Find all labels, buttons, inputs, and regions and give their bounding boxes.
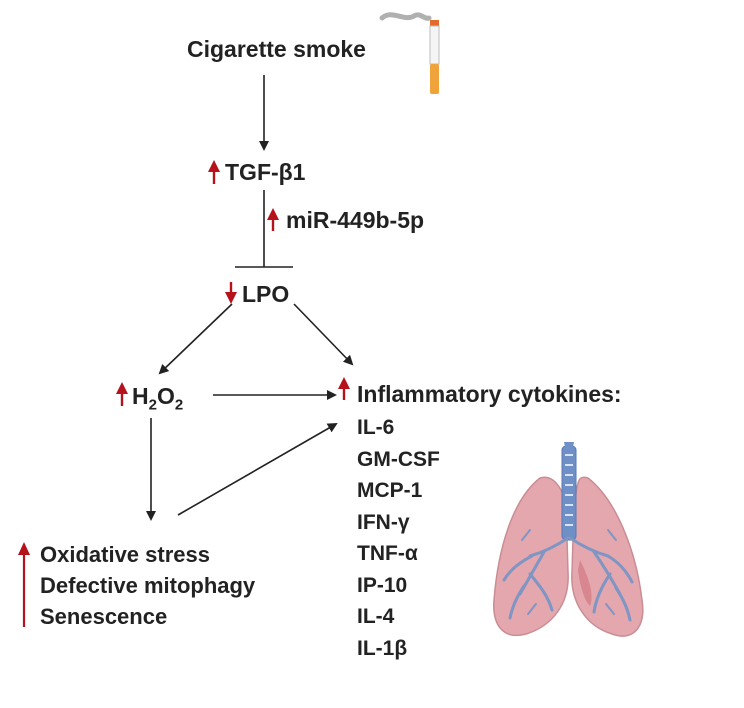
cigarette-icon xyxy=(379,12,440,94)
node-lpo: LPO xyxy=(242,281,290,307)
outcome-senescence: Senescence xyxy=(40,604,168,629)
lungs-icon xyxy=(493,442,644,637)
node-cigarette-smoke: Cigarette smoke xyxy=(187,36,366,62)
up-arrow-icon xyxy=(267,208,279,231)
cytokine-item: IP-10 xyxy=(357,573,408,597)
h2o2-subscript: 2 xyxy=(148,396,157,414)
node-tgf-beta1: TGF-β1 xyxy=(225,159,306,185)
up-arrow-icon xyxy=(18,542,30,627)
node-mir-449b: miR-449b-5p xyxy=(286,207,425,233)
cytokine-item: TNF-α xyxy=(357,542,418,565)
arrow-stress-to-cytokines xyxy=(177,423,338,516)
h2o2-h: H xyxy=(132,383,149,409)
outcome-oxidative-stress: Oxidative stress xyxy=(40,542,210,567)
inflammatory-cytokines-title: Inflammatory cytokines: xyxy=(357,381,622,407)
cytokine-item: IL-4 xyxy=(357,605,395,628)
h2o2-o: O xyxy=(156,383,175,409)
up-arrow-icon xyxy=(116,382,128,406)
outcome-defective-mitophagy: Defective mitophagy xyxy=(40,573,256,598)
up-arrow-icon xyxy=(338,377,350,400)
cytokine-item: GM-CSF xyxy=(357,447,440,471)
arrow-lpo-to-h2o2 xyxy=(158,303,233,375)
cytokine-item: IL-1β xyxy=(357,636,408,660)
outcome-list: Oxidative stress Defective mitophagy Sen… xyxy=(40,539,255,632)
cytokine-item: IFN-γ xyxy=(357,510,410,534)
arrow-lpo-to-cytokines xyxy=(293,303,354,366)
cytokine-item: MCP-1 xyxy=(357,479,423,502)
cytokine-list: IL-6 GM-CSF MCP-1 IFN-γ TNF-α IP-10 IL-4… xyxy=(357,412,440,664)
cytokine-item: IL-6 xyxy=(357,416,395,439)
node-h2o2: H2O2 xyxy=(132,383,183,414)
up-arrow-icon xyxy=(208,160,220,184)
down-arrow-icon xyxy=(225,282,237,304)
h2o2-subscript: 2 xyxy=(174,396,184,414)
